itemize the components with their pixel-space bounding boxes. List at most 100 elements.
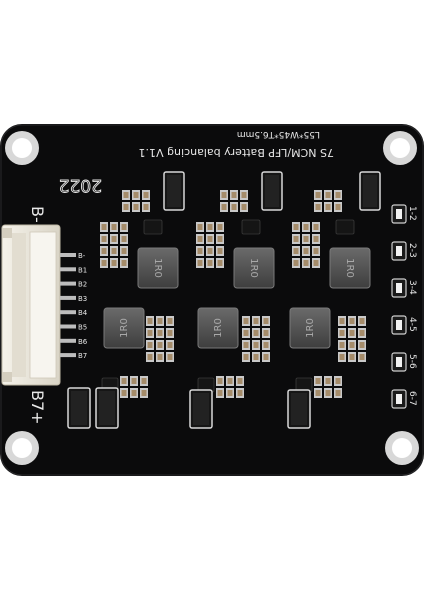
capacitor-body [243,318,249,324]
pin-label: B1 [78,266,87,274]
small-capacitor [334,388,342,398]
inductor-body [137,247,179,289]
capacitor-body [325,378,331,384]
small-capacitor [132,202,140,212]
small-capacitor [230,202,238,212]
small-capacitor [314,388,322,398]
capacitor-body [141,378,147,384]
cell-label: 6-7 [407,391,417,406]
capacitor [242,328,250,338]
capacitor [292,246,300,256]
connector-pin [60,253,76,257]
capacitor [292,258,300,268]
capacitor [216,234,224,244]
board-size-silkscreen: L55*W45*T6.5mm [237,129,320,139]
capacitor-body [167,354,173,360]
capacitor-body [243,330,249,336]
capacitor-body [303,236,309,242]
capacitor [358,352,366,362]
capacitor-body [241,204,247,210]
power-inductor: 1R0 [289,307,331,349]
capacitor [302,258,310,268]
capacitor [120,258,128,268]
power-inductor: 1R0 [197,307,239,349]
cell-label: 5-6 [407,354,417,369]
capacitor-body [303,224,309,230]
capacitor-body [237,378,243,384]
capacitor-body [167,342,173,348]
capacitor [262,352,270,362]
capacitor-body [197,236,203,242]
capacitor-body [221,192,227,198]
capacitor-body [101,260,107,266]
capacitor-body [217,260,223,266]
capacitor-body [335,390,341,396]
inductor-marking: 1R0 [344,258,355,278]
mosfet-chip [143,219,163,235]
pin-label: B- [78,252,86,260]
small-capacitor [314,202,322,212]
capacitor-body [313,248,319,254]
capacitor-body [263,342,269,348]
capacitor-body [315,378,321,384]
inductor-body [197,307,239,349]
capacitor-body [359,354,365,360]
led-lens [396,357,402,367]
capacitor [338,328,346,338]
capacitor [100,258,108,268]
capacitor-body [131,378,137,384]
capacitor-body [227,378,233,384]
capacitor-body [133,204,139,210]
capacitor-body [143,192,149,198]
capacitor [262,316,270,326]
diode-body [265,175,279,207]
capacitor [166,352,174,362]
neg-terminal-label: B- [28,206,47,223]
capacitor-body [133,192,139,198]
connector-pin [60,267,76,272]
capacitor-body [349,318,355,324]
capacitor-body [263,354,269,360]
small-capacitor [240,190,248,200]
capacitor-body [325,204,331,210]
capacitor [146,340,154,350]
mounting-hole-bottom-right [385,431,419,465]
diode [261,171,283,211]
capacitor [146,316,154,326]
capacitor [262,340,270,350]
capacitor-body [197,260,203,266]
capacitor-body [325,192,331,198]
capacitor-body [217,248,223,254]
capacitor [110,234,118,244]
small-capacitor [216,388,224,398]
capacitor-body [335,378,341,384]
capacitor [358,340,366,350]
inductor-body [103,307,145,349]
components [67,171,381,429]
capacitor [196,234,204,244]
capacitor [348,328,356,338]
led-lens [396,394,402,404]
capacitor [348,340,356,350]
capacitor-body [335,192,341,198]
cell-label: 3-4 [407,280,417,295]
capacitor-body [359,342,365,348]
small-capacitor [230,190,238,200]
capacitor [166,340,174,350]
capacitor-body [339,318,345,324]
diode-body [291,393,307,425]
small-capacitor [240,202,248,212]
inductor-body [233,247,275,289]
capacitor-body [111,236,117,242]
connector-pin [60,324,76,329]
diode [359,171,381,211]
capacitor-body [157,342,163,348]
capacitor [196,246,204,256]
capacitor-body [141,390,147,396]
capacitor-body [359,318,365,324]
small-capacitor [142,190,150,200]
capacitor [358,316,366,326]
capacitor [196,222,204,232]
small-capacitor [226,388,234,398]
